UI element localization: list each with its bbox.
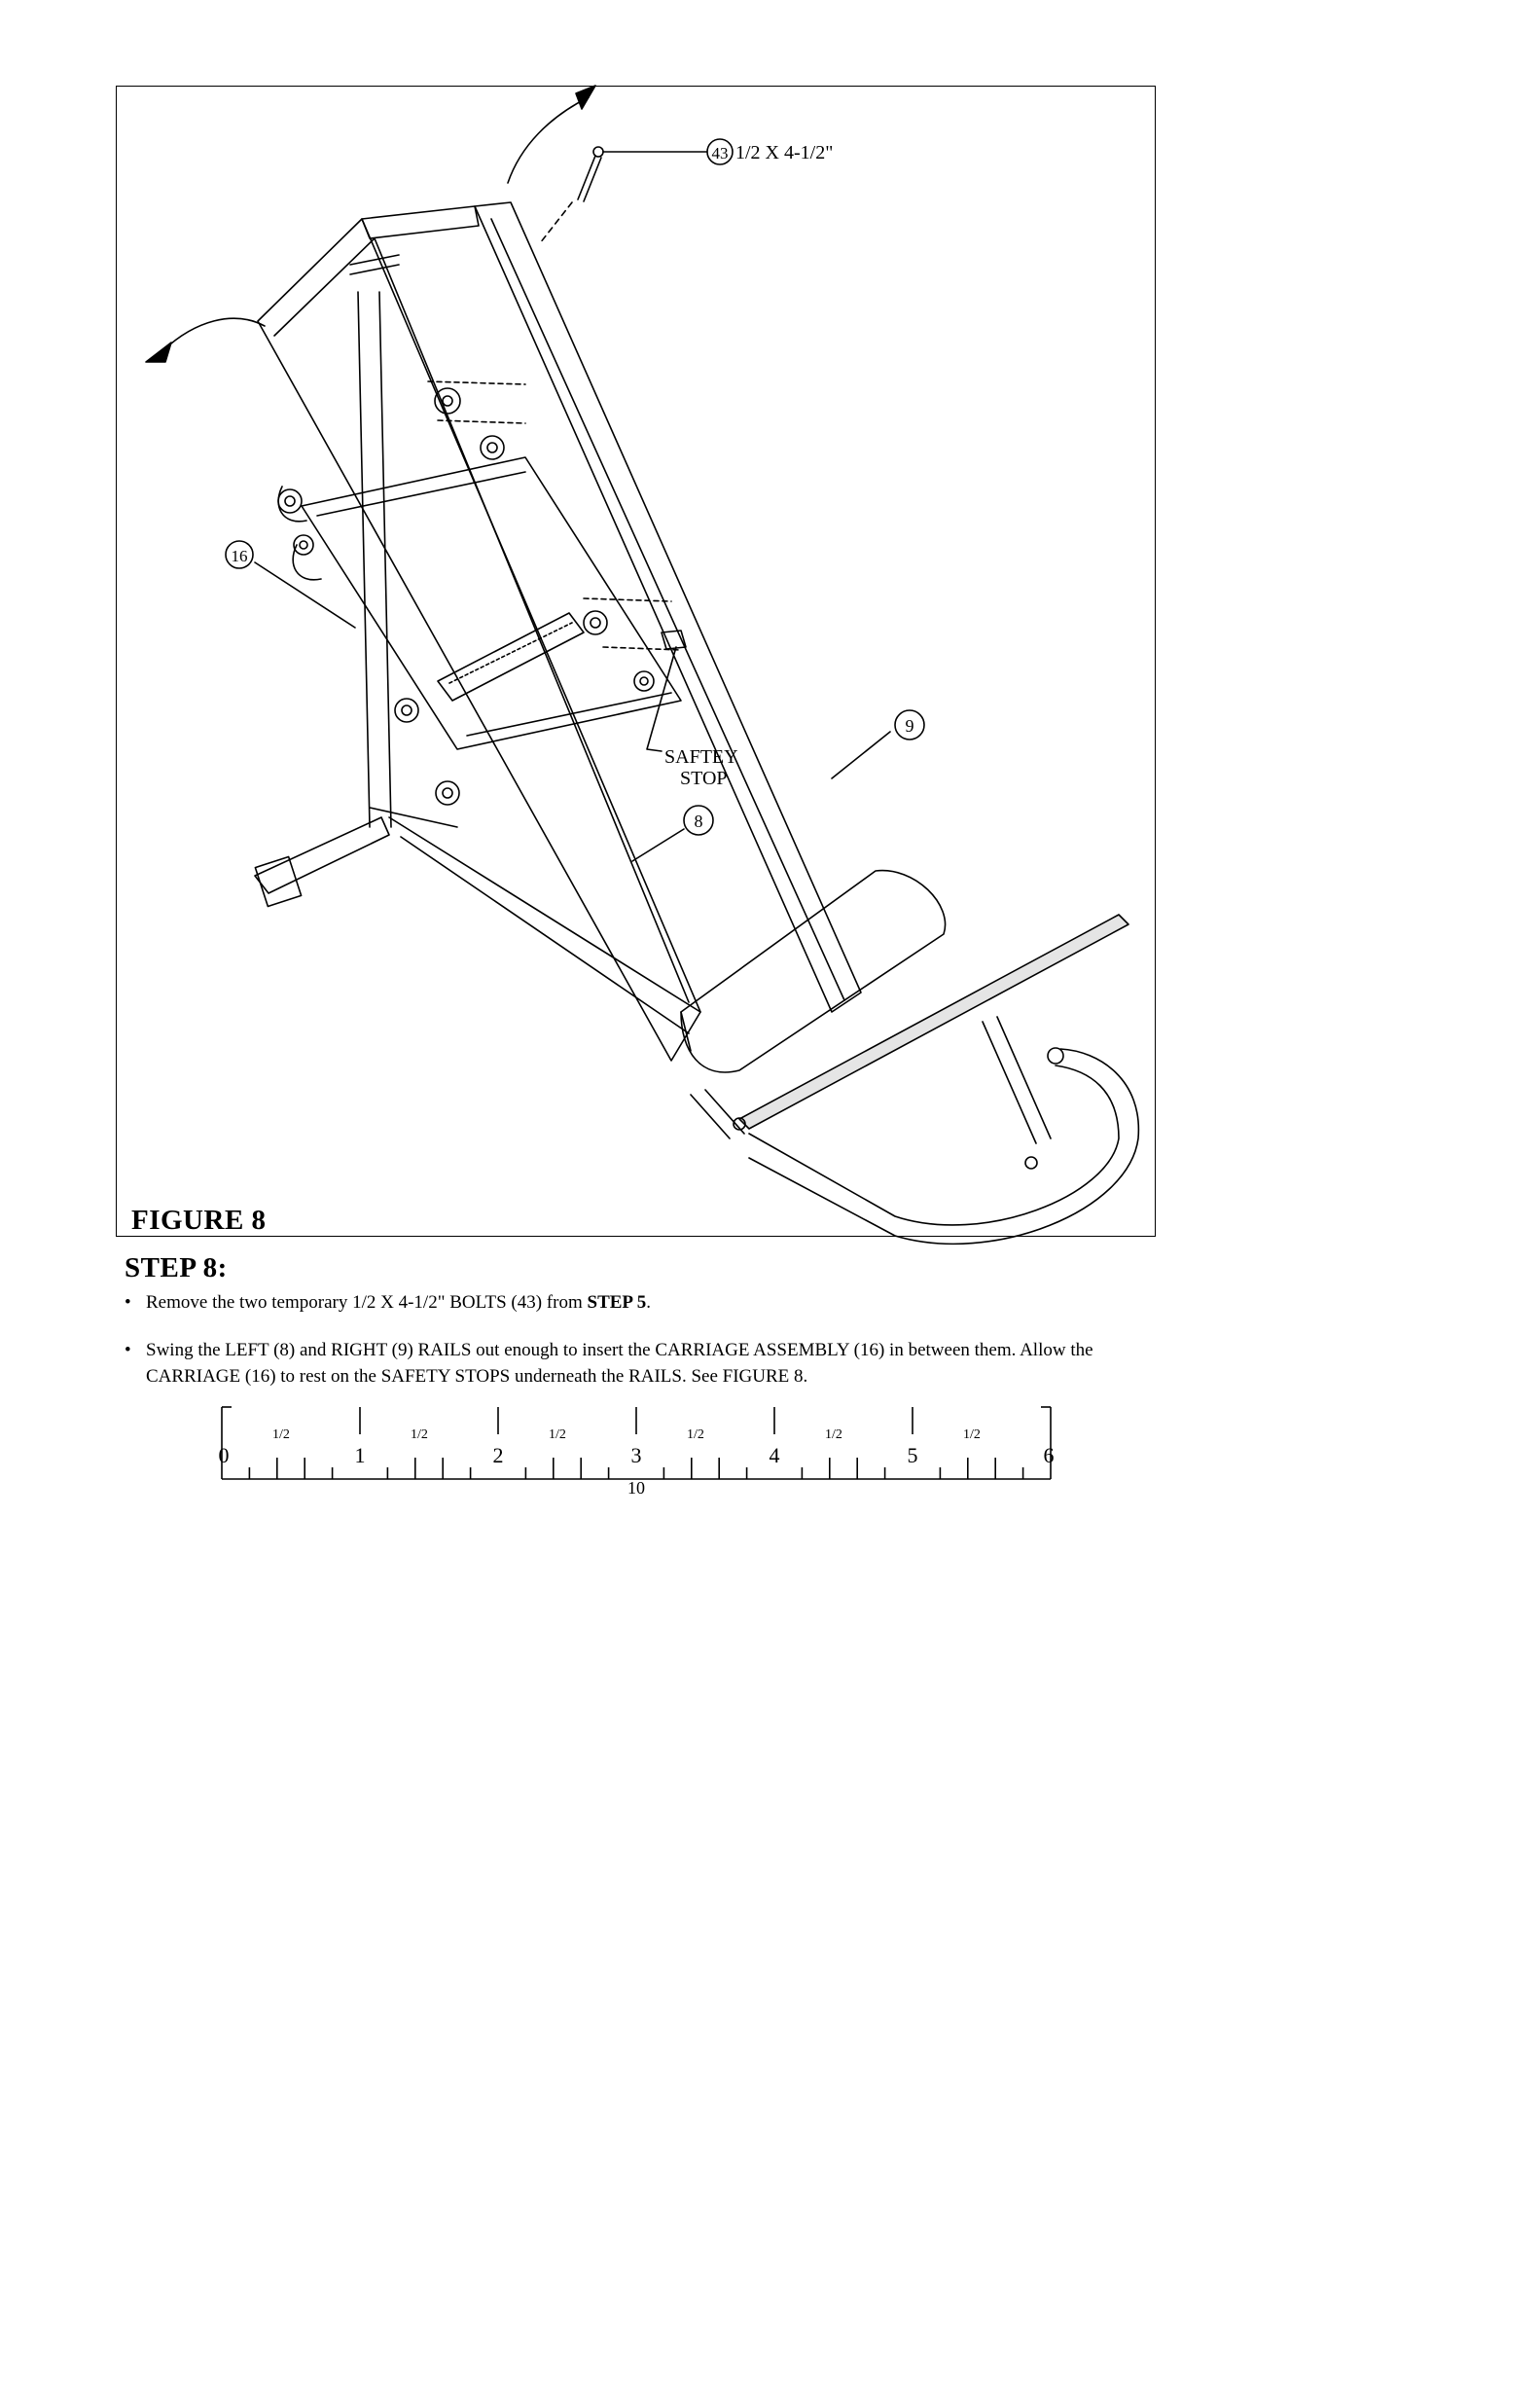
rear-upright [357, 291, 392, 828]
callout-circle-8 [683, 805, 714, 836]
leader-8 [631, 828, 685, 862]
step-title: STEP 8: [125, 1252, 228, 1283]
bolt-43 [577, 155, 602, 202]
safety-stop-pin [661, 630, 687, 650]
leader-9 [831, 731, 891, 779]
base-bar [369, 807, 458, 828]
callout-circle-16 [225, 540, 254, 569]
instruction-text-1: Remove the two temporary 1/2 X 4-1/2" BO… [146, 1289, 1138, 1316]
instruction-text-1-part2: . [646, 1292, 651, 1313]
safety-stop-label-line1: SAFTEY [664, 746, 738, 768]
rotate-arrow-left [162, 317, 266, 351]
front-handle [690, 1089, 745, 1139]
leader-16 [254, 561, 356, 629]
callout-9: 9 [906, 716, 914, 736]
callout-8: 8 [695, 812, 703, 831]
instruction-text-1-part1: Remove the two temporary 1/2 X 4-1/2" BO… [146, 1292, 588, 1313]
callout-16: 16 [232, 547, 248, 565]
rotate-arrow-top-head [575, 85, 596, 110]
bullet-dot: • [125, 1292, 131, 1313]
base-front-leg [254, 816, 390, 894]
instruction-text-2-line1: Swing the LEFT (8) and RIGHT (9) RAILS o… [146, 1340, 1093, 1360]
left-rail [257, 218, 701, 1062]
safety-stop-label-line2: STOP [680, 768, 728, 789]
carriage-plate [437, 612, 585, 702]
figure-illustration: 43 1/2 X 4-1/2" 16 9 8 SAFTEY STOP [145, 85, 1140, 1246]
rotate-arrow-left-head [145, 342, 172, 363]
front-u-frame [748, 1065, 1120, 1226]
figure-frame [116, 86, 1156, 1237]
instruction-text-2-line2: CARRIAGE (16) to rest on the SAFETY STOP… [146, 1366, 808, 1387]
callout-circle-9 [894, 709, 925, 740]
bolt-size-label: 1/2 X 4-1/2" [735, 142, 833, 163]
instruction-text-1-bold: STEP 5 [587, 1292, 647, 1313]
base-lower-frame [388, 816, 701, 1034]
carriage-frame [301, 456, 682, 750]
callout-43: 43 [712, 144, 729, 162]
platform-strut [982, 1016, 1052, 1144]
callout-circle-43 [706, 138, 734, 165]
foot-platform [738, 914, 1129, 1130]
safety-stop-leader [646, 646, 677, 752]
rotate-arrow-top [507, 96, 590, 184]
instruction-text-2: Swing the LEFT (8) and RIGHT (9) RAILS o… [146, 1337, 1138, 1390]
seat-pad [680, 869, 947, 1073]
top-crossbar [361, 205, 480, 239]
right-rail [474, 201, 862, 1013]
figure-title: FIGURE 8 [131, 1205, 267, 1236]
bullet-dot: • [125, 1340, 131, 1360]
